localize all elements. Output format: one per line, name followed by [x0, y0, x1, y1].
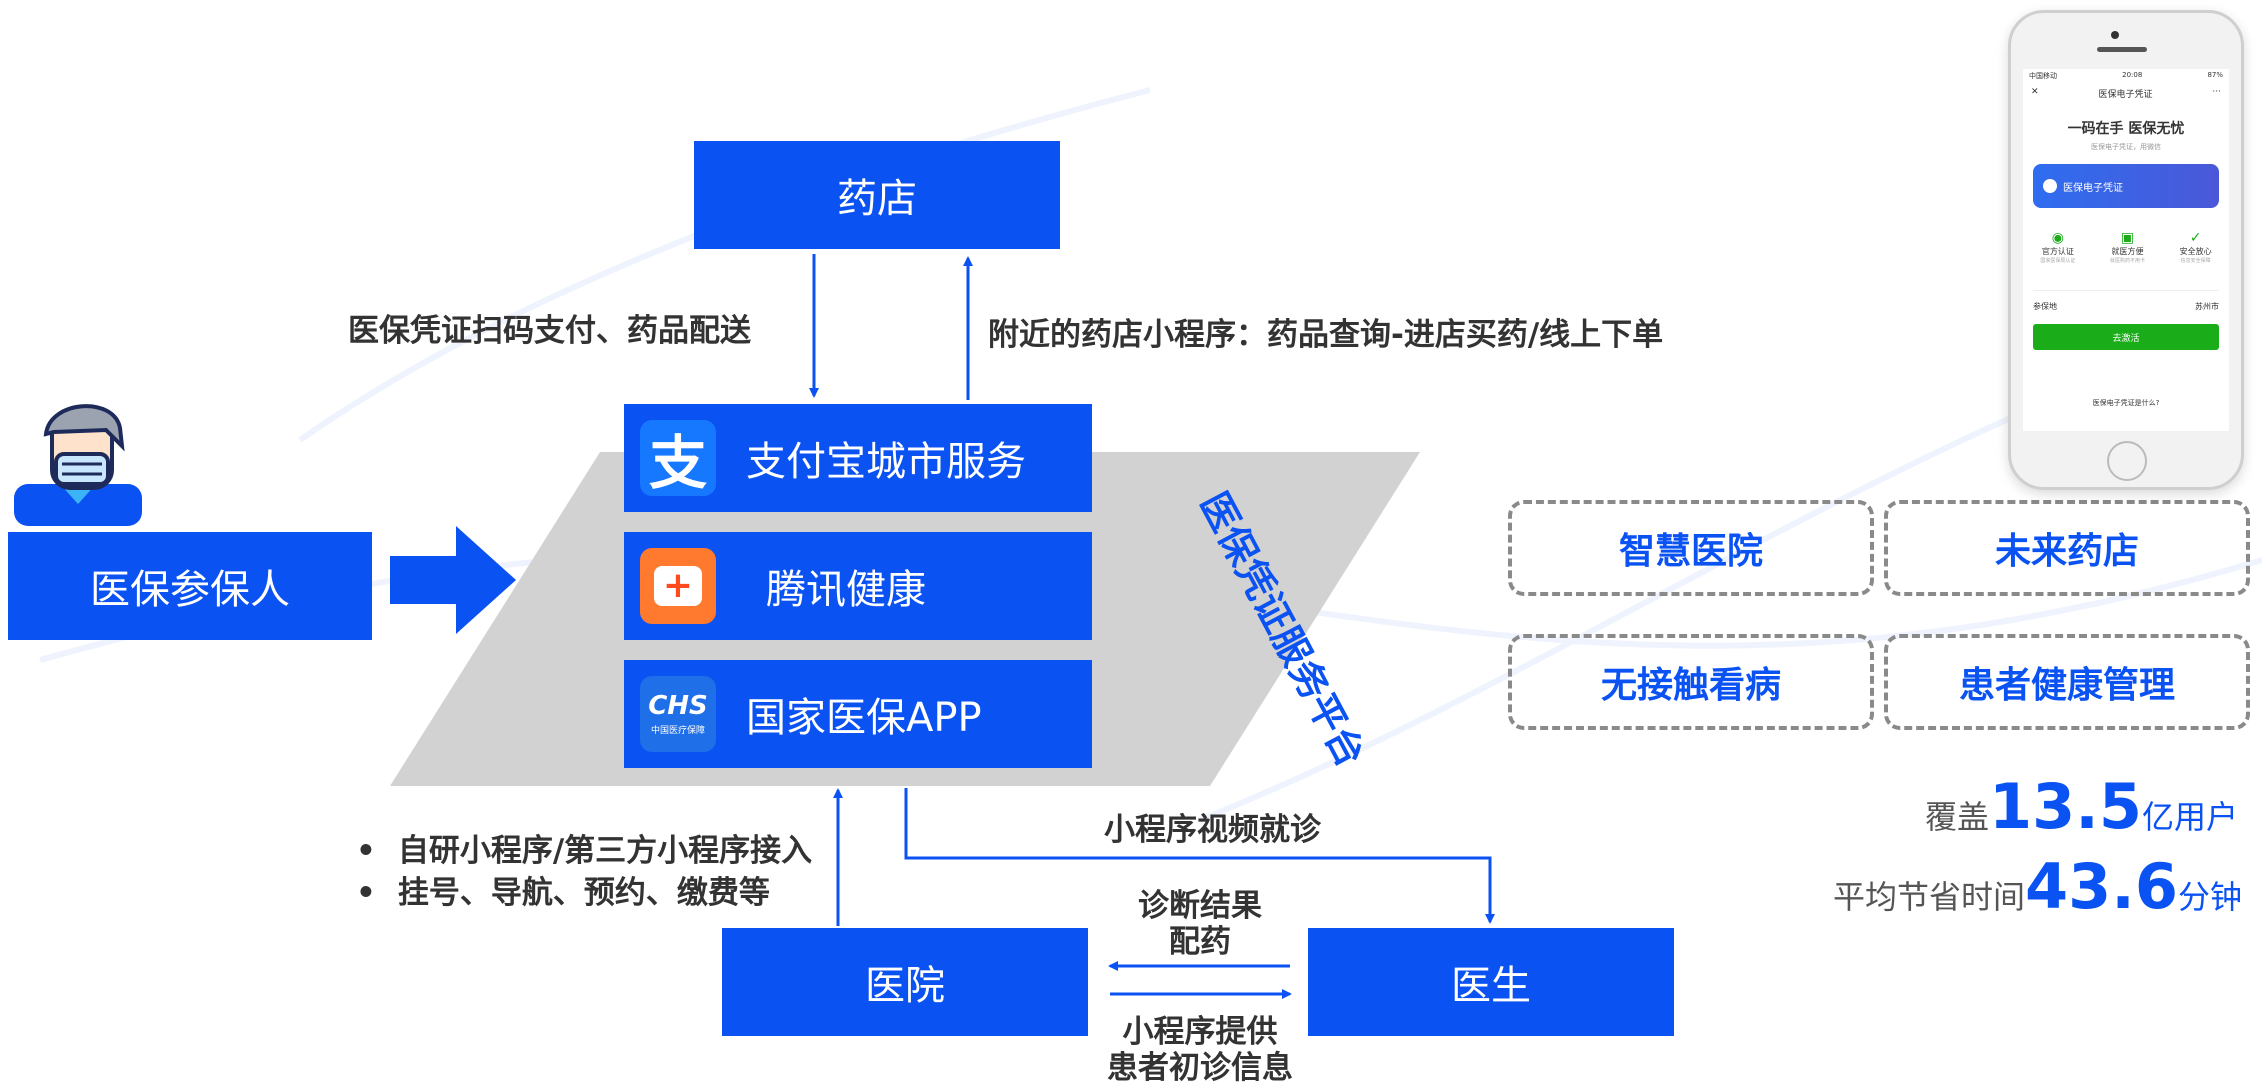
phone-feature: ✓ 安全放心 信息安全保障	[2179, 230, 2212, 264]
tag-smart-hospital: 智慧医院	[1508, 500, 1874, 596]
alipay-label: 支付宝城市服务	[746, 439, 1026, 485]
edge-label-diagnosis: 诊断结果 配药	[1138, 888, 1262, 960]
edge-label-payment: 医保凭证扫码支付、药品配送	[348, 313, 751, 349]
phone-close-icon[interactable]: ✕	[2031, 87, 2039, 97]
stat-coverage: 覆盖13.5亿用户	[1924, 770, 2238, 843]
bullet-item: •自研小程序/第三方小程序接入	[356, 833, 813, 869]
hospital-bullets: •自研小程序/第三方小程序接入 •挂号、导航、预约、缴费等	[356, 830, 812, 914]
pharmacy-box: 药店	[694, 141, 1060, 249]
shield-icon: ◉	[2051, 230, 2064, 246]
tag-contactless: 无接触看病	[1508, 634, 1874, 730]
edge-label-video: 小程序视频就诊	[1104, 812, 1321, 848]
phone-feature: ◉ 官方认证 国家医保局认证	[2040, 230, 2076, 264]
phone-home-button	[2107, 441, 2147, 481]
alipay-icon: 支	[640, 420, 716, 497]
alipay-box[interactable]: 支 支付宝城市服务	[624, 404, 1092, 512]
phone-footer-link[interactable]: 医保电子凭证是什么?	[2092, 399, 2160, 407]
phone-card-logo-icon	[2043, 179, 2057, 193]
tencent-health-box[interactable]: + 腾讯健康	[624, 532, 1092, 640]
nhsa-app-label: 国家医保APP	[746, 695, 982, 741]
stat-time-saved: 平均节省时间43.6分钟	[1832, 850, 2242, 923]
phone-headline: 一码在手 医保无忧	[2067, 121, 2185, 137]
insured-box: 医保参保人	[8, 532, 372, 640]
phone-speaker	[2097, 47, 2147, 52]
person-avatar-icon	[10, 392, 146, 526]
phone-card[interactable]: 医保电子凭证	[2033, 164, 2219, 208]
nhsa-app-box[interactable]: CHS 中国医疗保障 国家医保APP	[624, 660, 1092, 768]
tag-health-management: 患者健康管理	[1884, 634, 2250, 730]
pharmacy-label: 药店	[837, 176, 917, 222]
doctor-box: 医生	[1308, 928, 1674, 1036]
phone-region-row[interactable]: 参保地苏州市	[2033, 290, 2219, 312]
phone-feature: ▣ 就医方便 就医购药不用卡	[2110, 230, 2146, 264]
nhsa-icon: CHS 中国医疗保障	[640, 676, 716, 752]
phone-activate-button[interactable]: 去激活	[2033, 324, 2219, 350]
tag-future-pharmacy: 未来药店	[1884, 500, 2250, 596]
edge-label-pharmacy-miniapp: 附近的药店小程序：药品查询-进店买药/线上下单	[988, 317, 1664, 353]
phone-more-icon[interactable]: ···	[2212, 87, 2221, 97]
bullet-item: •挂号、导航、预约、缴费等	[356, 875, 770, 911]
check-shield-icon: ✓	[2189, 230, 2202, 246]
phone-subline: 医保电子凭证，用微信	[2091, 143, 2161, 151]
tencent-health-icon: +	[640, 548, 716, 624]
phone-camera-icon	[2111, 31, 2119, 39]
phone-features: ◉ 官方认证 国家医保局认证 ▣ 就医方便 就医购药不用卡 ✓ 安全放心 信息安…	[2023, 230, 2229, 264]
card-icon: ▣	[2120, 230, 2135, 246]
edge-label-provide-info: 小程序提供 患者初诊信息	[1107, 1014, 1293, 1086]
hospital-box: 医院	[722, 928, 1088, 1036]
hospital-label: 医院	[865, 963, 945, 1009]
doctor-label: 医生	[1451, 963, 1531, 1009]
tencent-health-label: 腾讯健康	[766, 567, 926, 613]
phone-nav-title: 医保电子凭证	[2098, 90, 2153, 100]
insured-label: 医保参保人	[90, 567, 290, 613]
phone-nav-bar: ✕ 医保电子凭证 ···	[2023, 83, 2229, 104]
